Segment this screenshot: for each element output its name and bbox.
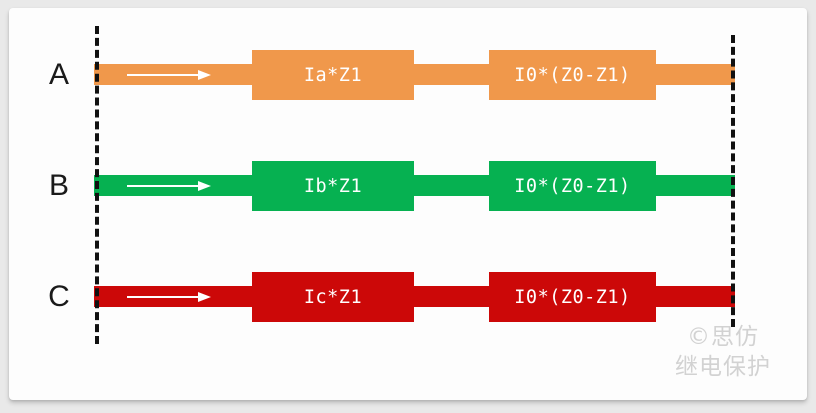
phase-c-segment-middle [410, 286, 492, 307]
phase-row-b: Ib*Z1 I0*(Z0-Z1) [9, 161, 807, 211]
arrow-shaft [127, 296, 199, 299]
phase-label-b: B [48, 169, 69, 202]
left-boundary-dashed-line [95, 26, 99, 344]
arrow-shaft [127, 74, 199, 77]
phase-row-c: Ic*Z1 I0*(Z0-Z1) [9, 272, 807, 322]
phase-label-c: C [48, 280, 70, 313]
right-boundary-dashed-line [731, 35, 735, 327]
watermark-line-1: ©思仿 [687, 324, 759, 350]
arrow-shaft [127, 185, 199, 188]
phase-label-a: A [48, 58, 69, 91]
phase-b-block-zero-sequence: I0*(Z0-Z1) [489, 161, 656, 211]
phase-a-segment-middle [410, 64, 492, 85]
phase-row-a: Ia*Z1 I0*(Z0-Z1) [9, 50, 807, 100]
phase-c-segment-right [652, 286, 735, 307]
arrow-head [198, 181, 211, 191]
watermark-line-2: 继电保护 [675, 354, 771, 380]
phase-c-current-arrow-icon [127, 292, 211, 302]
arrow-head [198, 292, 211, 302]
phase-a-current-arrow-icon [127, 70, 211, 80]
phase-a-segment-right [652, 64, 735, 85]
phase-b-segment-right [652, 175, 735, 196]
diagram-card: Ia*Z1 I0*(Z0-Z1) Ib*Z1 I0*(Z0-Z1) Ic*Z [9, 8, 807, 400]
arrow-head [198, 70, 211, 80]
phase-a-block-zero-sequence: I0*(Z0-Z1) [489, 50, 656, 100]
watermark: ©思仿 继电保护 [675, 322, 771, 382]
phase-a-block-impedance: Ia*Z1 [252, 50, 414, 100]
phase-b-block-impedance: Ib*Z1 [252, 161, 414, 211]
phase-c-block-zero-sequence: I0*(Z0-Z1) [489, 272, 656, 322]
phase-b-current-arrow-icon [127, 181, 211, 191]
phase-b-segment-middle [410, 175, 492, 196]
phase-c-block-impedance: Ic*Z1 [252, 272, 414, 322]
